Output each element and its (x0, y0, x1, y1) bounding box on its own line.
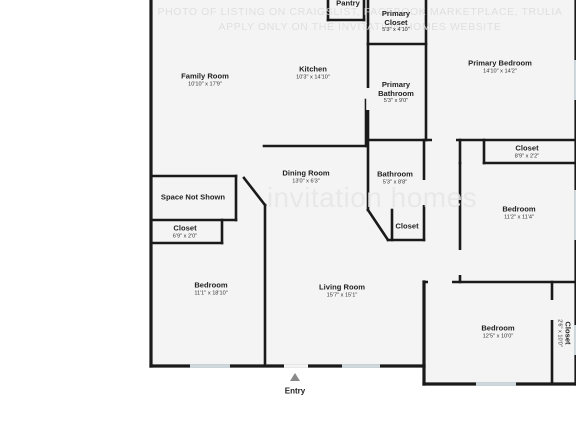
room-primary-bedroom-name: Primary Bedroom (468, 58, 532, 68)
room-primary-bedroom-dims: 14'10" x 14'2" (483, 68, 517, 75)
room-pantry-name: Pantry (336, 0, 360, 8)
door-openings (284, 88, 554, 368)
watermark-line-2: APPLY ONLY ON THE INVITATION HOMES WEBSI… (218, 21, 502, 33)
room-closet-left-dims: 6'9" x 2'0" (172, 233, 198, 240)
room-bathroom: Bathroom 5'3" x 8'8" (377, 170, 413, 185)
room-closet-vertical: Closet 2'6" x 10'0" (556, 319, 573, 347)
room-living-room: Living Room 15'7" x 15'1" (319, 283, 365, 298)
room-pantry: Pantry (336, 0, 360, 8)
room-closet-left-name: Closet (173, 223, 197, 233)
room-bedroom-right-bottom: Bedroom 12'5" x 10'0" (481, 324, 514, 339)
room-family-room-dims: 10'10" x 17'9" (188, 81, 222, 88)
floor-area (151, 0, 576, 384)
room-primary-closet-name-2: Closet (384, 17, 408, 27)
room-closet-right-name: Closet (515, 143, 539, 153)
room-bathroom-name: Bathroom (377, 169, 413, 179)
room-closet-right-dims: 8'9" x 2'2" (514, 153, 540, 160)
room-dining-room: Dining Room 13'0" x 6'3" (282, 169, 329, 184)
window-openings (190, 60, 576, 386)
room-kitchen: Kitchen 10'3" x 14'10" (296, 65, 330, 80)
room-space-not-shown: Space Not Shown (160, 192, 226, 203)
room-primary-bathroom-dims: 5'3" x 9'0" (383, 98, 409, 105)
room-living-room-name: Living Room (319, 282, 365, 292)
room-closet-left: Closet 6'9" x 2'0" (173, 224, 197, 239)
room-bedroom-left-dims: 11'1" x 18'10" (194, 290, 228, 297)
room-closet-vertical-dims: 2'6" x 10'0" (556, 319, 563, 347)
room-primary-closet-dims: 5'3" x 4'10" (382, 27, 410, 34)
room-primary-closet: Primary Closet 5'3" x 4'10" (381, 9, 411, 34)
room-primary-bedroom: Primary Bedroom 14'10" x 14'2" (468, 59, 532, 74)
watermark-brand: invitation homes (266, 182, 478, 213)
room-bedroom-right-mid-dims: 11'2" x 11'4" (504, 214, 534, 221)
room-closet-vertical-name: Closet (563, 321, 573, 345)
room-family-room-name: Family Room (181, 71, 229, 81)
room-bedroom-right-bottom-name: Bedroom (481, 323, 515, 333)
room-kitchen-dims: 10'3" x 14'10" (296, 74, 330, 81)
room-living-room-dims: 15'7" x 15'1" (326, 292, 358, 299)
watermark-line-1: PHOTO OF LISTING ON CRAIGSLIST, FACEBOOK… (157, 6, 563, 18)
room-dining-room-name: Dining Room (282, 168, 330, 178)
room-bedroom-right-mid-name: Bedroom (502, 204, 536, 214)
entry-arrow (290, 373, 300, 381)
room-closet-bath: Closet (395, 221, 419, 232)
room-bedroom-left: Bedroom 11'1" x 18'10" (194, 281, 227, 296)
room-primary-bathroom-name-1: Primary (381, 80, 411, 90)
room-bedroom-right-mid: Bedroom 11'2" x 11'4" (502, 205, 535, 220)
room-primary-bathroom: Primary Bathroom 5'3" x 9'0" (378, 80, 414, 105)
room-bedroom-left-name: Bedroom (194, 280, 228, 290)
room-primary-closet-name-1: Primary (381, 9, 411, 19)
room-closet-bath-name: Closet (395, 221, 419, 231)
room-closet-right: Closet 8'9" x 2'2" (515, 144, 539, 159)
room-bathroom-dims: 5'3" x 8'8" (382, 179, 408, 186)
room-space-not-shown-name: Space Not Shown (160, 192, 226, 202)
room-primary-bathroom-name-2: Bathroom (378, 88, 414, 98)
entry-label: Entry (284, 386, 306, 396)
room-family-room: Family Room 10'10" x 17'9" (181, 72, 229, 87)
room-bedroom-right-bottom-dims: 12'5" x 10'0" (482, 333, 514, 340)
room-dining-room-dims: 13'0" x 6'3" (292, 178, 320, 185)
interior-walls (149, 0, 576, 386)
room-kitchen-name: Kitchen (299, 64, 327, 74)
